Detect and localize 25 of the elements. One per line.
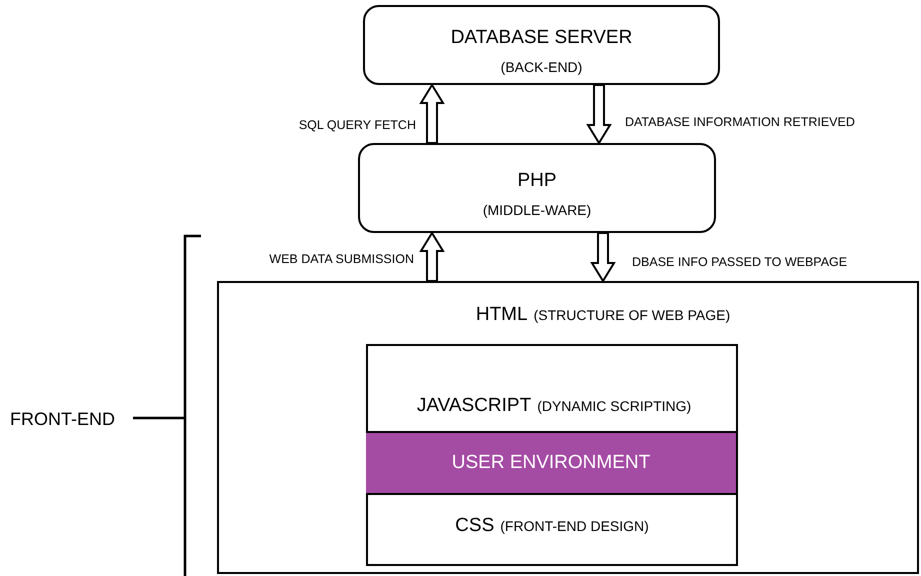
container-box bbox=[217, 281, 919, 574]
edge-label: DATABASE INFORMATION RETRIEVED bbox=[625, 114, 855, 131]
process-box bbox=[358, 143, 716, 233]
node-subtitle: (BACK-END) bbox=[500, 58, 582, 77]
node-title: DATABASE SERVER bbox=[450, 26, 632, 50]
node-title: PHP bbox=[517, 169, 557, 193]
highlight-band bbox=[366, 431, 738, 495]
node-subtitle: (FRONT-END DESIGN) bbox=[500, 517, 649, 536]
node-title: HTML bbox=[476, 303, 528, 327]
node-subtitle: (DYNAMIC SCRIPTING) bbox=[537, 397, 692, 416]
edge-label: SQL QUERY FETCH bbox=[298, 117, 416, 134]
node-subtitle: (STRUCTURE OF WEB PAGE) bbox=[534, 306, 730, 325]
edge-label: WEB DATA SUBMISSION bbox=[269, 251, 414, 268]
block-arrow bbox=[590, 232, 616, 283]
block-arrow bbox=[586, 84, 612, 145]
band-title: USER ENVIRONMENT bbox=[452, 450, 650, 475]
bracket-label: FRONT-END bbox=[10, 408, 115, 431]
node-title: JAVASCRIPT bbox=[416, 394, 532, 418]
node-title: CSS bbox=[455, 514, 494, 538]
server-box bbox=[363, 5, 720, 85]
block-arrow bbox=[419, 231, 445, 282]
block-arrow bbox=[419, 83, 445, 144]
node-subtitle: (MIDDLE-WARE) bbox=[482, 201, 592, 220]
layer-box bbox=[366, 344, 738, 566]
edge-label: DBASE INFO PASSED TO WEBPAGE bbox=[632, 254, 848, 271]
